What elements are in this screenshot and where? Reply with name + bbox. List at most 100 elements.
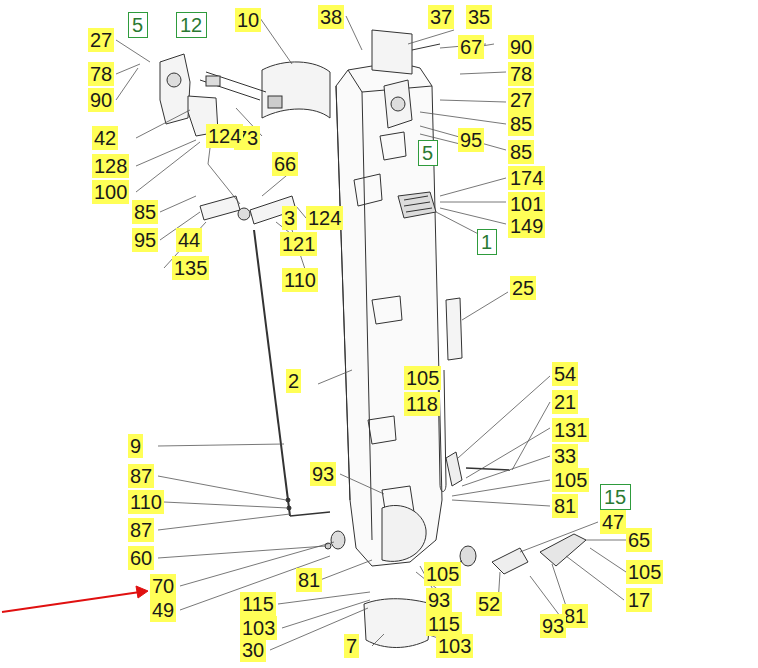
callout-number: 124	[306, 206, 343, 230]
callout-number: 93	[310, 462, 336, 486]
group-number: 1	[478, 230, 496, 254]
callout-number: 105	[626, 560, 663, 584]
cover-plate	[446, 298, 462, 360]
callout-number: 17	[626, 588, 652, 612]
callout-number: 44	[176, 228, 202, 252]
spring-coils	[404, 196, 432, 212]
bearing-plate	[384, 80, 412, 128]
callout-number: 37	[428, 5, 454, 29]
group-number: 5	[129, 13, 147, 37]
rod-end	[290, 512, 330, 516]
bearing-plate	[160, 54, 190, 124]
callout-number: 174	[508, 166, 545, 190]
callout-number: 66	[272, 152, 298, 176]
callout-number: 65	[626, 528, 652, 552]
callout-number: 93	[540, 614, 566, 638]
callout-number: 85	[508, 140, 534, 164]
callout-number: 93	[426, 588, 452, 612]
callout-number: 115	[240, 592, 276, 616]
callout-number: 85	[132, 200, 158, 224]
callout-number: 90	[508, 35, 534, 59]
callout-number: 10	[235, 8, 261, 32]
washer-plate	[492, 548, 528, 574]
pointer-arrow	[2, 592, 140, 612]
pin	[412, 44, 440, 50]
callout-number: 118	[404, 392, 440, 416]
callout-number: 78	[88, 62, 114, 86]
bearing	[391, 97, 405, 111]
item-group-box: 5	[128, 12, 148, 38]
callout-number: 54	[552, 362, 578, 386]
group-number: 15	[601, 485, 630, 509]
callout-number: 95	[458, 128, 484, 152]
callout-number: 3	[282, 206, 297, 230]
callout-number: 131	[552, 418, 589, 442]
bottom-plate	[382, 505, 426, 561]
callout-number: 128	[92, 154, 129, 178]
callout-number: 101	[508, 192, 545, 216]
callout-number: 87	[128, 518, 154, 542]
item-group-box: 1	[477, 229, 497, 255]
item-group-box: 12	[176, 12, 207, 38]
callout-number: 105	[552, 468, 589, 492]
callout-number: 33	[552, 444, 578, 468]
callout-number: 38	[318, 5, 344, 29]
callout-number: 67	[458, 35, 484, 59]
nut	[286, 498, 290, 502]
callout-number: 60	[128, 546, 154, 570]
callout-number: 110	[282, 268, 318, 292]
pointer-arrow-head	[136, 586, 148, 598]
group-number: 12	[177, 13, 206, 37]
callout-number: 95	[132, 228, 158, 252]
callout-number: 135	[172, 256, 209, 280]
bushing	[331, 531, 345, 549]
item-group-box: 5	[418, 140, 438, 166]
callout-number: 87	[128, 464, 154, 488]
callout-number: 115	[426, 612, 462, 636]
callout-number: 78	[508, 62, 534, 86]
latch	[268, 96, 282, 108]
callout-number: 25	[510, 276, 536, 300]
callout-number: 110	[128, 490, 164, 514]
coupling	[206, 76, 220, 86]
group-number: 5	[419, 141, 437, 165]
callout-number: 100	[92, 180, 129, 204]
main-beam	[336, 62, 442, 566]
leader-lines	[116, 16, 626, 650]
callout-number: 49	[150, 598, 176, 622]
callout-number: 103	[436, 634, 473, 658]
callout-number: 105	[424, 562, 461, 586]
callout-number: 85	[508, 112, 534, 136]
callout-number: 52	[476, 592, 502, 616]
callout-number: 105	[404, 366, 441, 390]
callout-number: 103	[240, 616, 277, 640]
bottom-cover	[364, 599, 432, 648]
callout-number: 21	[552, 390, 578, 414]
hub	[238, 208, 250, 220]
shaft	[200, 72, 266, 100]
callout-number: 81	[296, 568, 322, 592]
spring-unit	[398, 192, 436, 218]
bushing	[460, 546, 476, 566]
cover	[262, 62, 330, 118]
callout-number: 7	[344, 634, 359, 658]
callout-number: 9	[128, 434, 143, 458]
callout-number: 121	[280, 232, 317, 256]
callout-number: 90	[88, 88, 114, 112]
top-bracket	[372, 30, 412, 74]
callout-number: 124	[206, 124, 243, 148]
callout-number: 70	[150, 574, 176, 598]
item-group-box: 15	[600, 484, 631, 510]
bearing	[167, 73, 181, 87]
callout-number: 35	[466, 5, 492, 29]
callout-number: 81	[552, 494, 578, 518]
callout-number: 47	[600, 510, 626, 534]
tensioner	[540, 534, 586, 566]
callout-number: 27	[88, 28, 114, 52]
beam-cutouts	[354, 132, 414, 516]
link-plate	[200, 196, 240, 220]
callout-number: 27	[508, 88, 534, 112]
spring-rod	[466, 468, 510, 470]
callout-number: 42	[92, 126, 118, 150]
